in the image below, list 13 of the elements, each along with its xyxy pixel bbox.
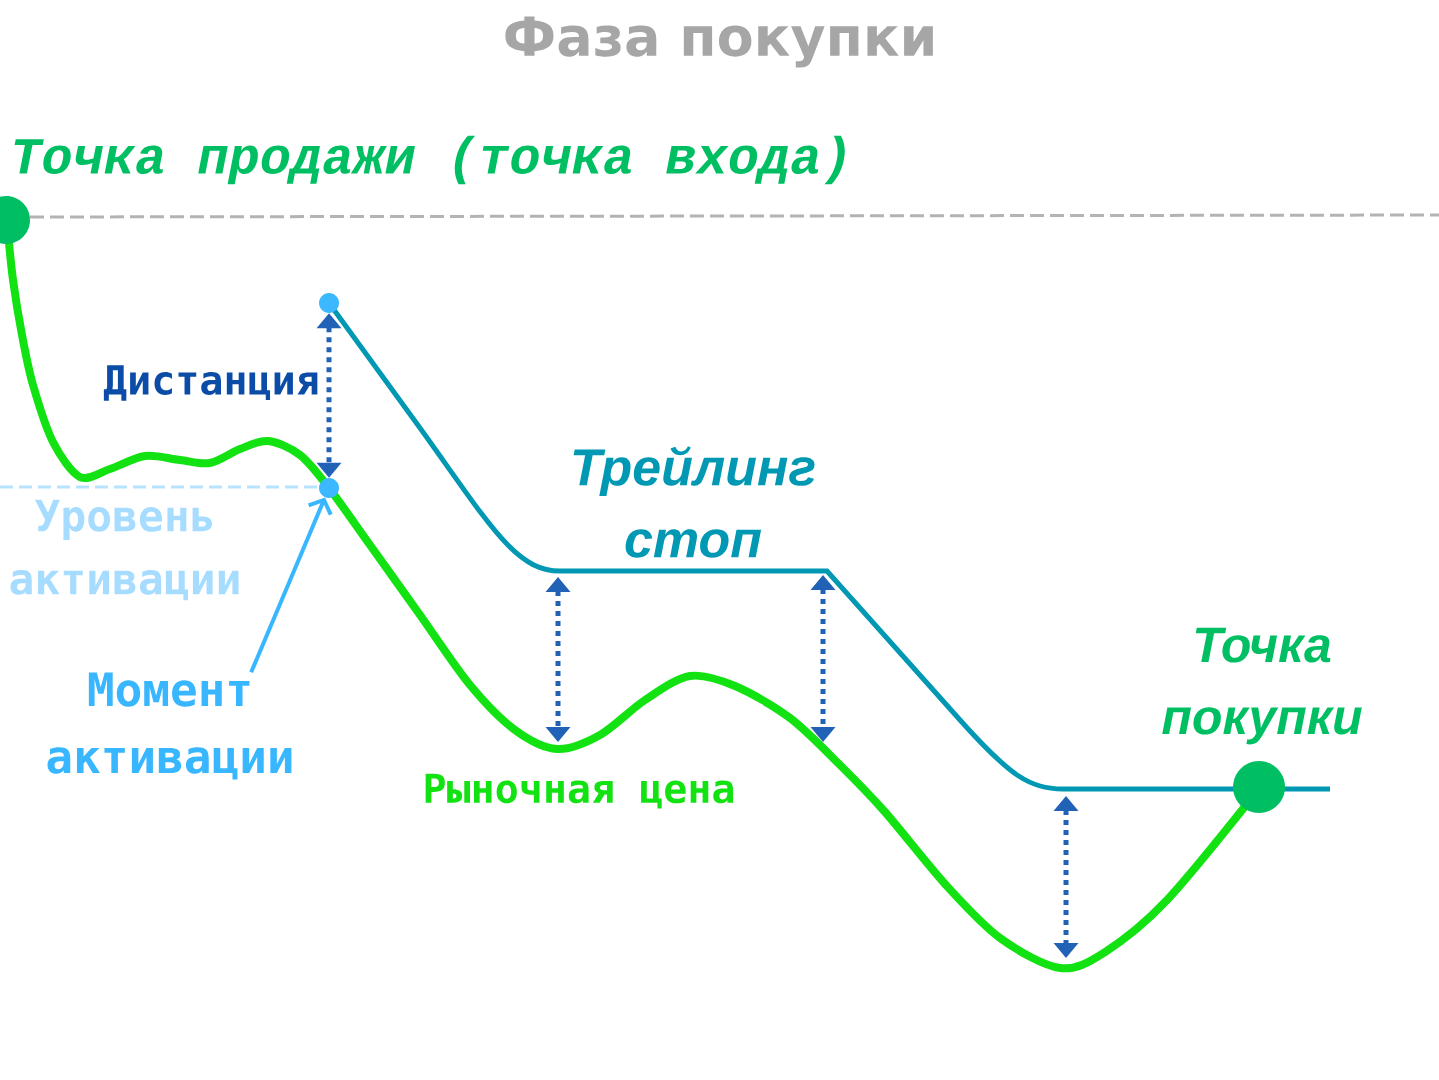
point-marker xyxy=(1233,761,1285,813)
point-marker xyxy=(319,478,339,498)
line-label: Рыночная цена xyxy=(425,773,734,809)
line-label: Трейлинг стоп xyxy=(573,446,815,558)
point-label: Точка продажи (точка входа) xyxy=(14,135,845,185)
callout-label: Момент активации xyxy=(47,672,292,780)
distance-label: Дистанция xyxy=(103,365,318,401)
point-label: Точка покупки xyxy=(1162,627,1362,745)
leader-arrow xyxy=(249,497,333,674)
point-marker xyxy=(0,196,30,244)
level-label: Уровень активации xyxy=(10,499,239,601)
title: Фаза покупки xyxy=(505,16,933,68)
point-marker xyxy=(319,293,339,313)
